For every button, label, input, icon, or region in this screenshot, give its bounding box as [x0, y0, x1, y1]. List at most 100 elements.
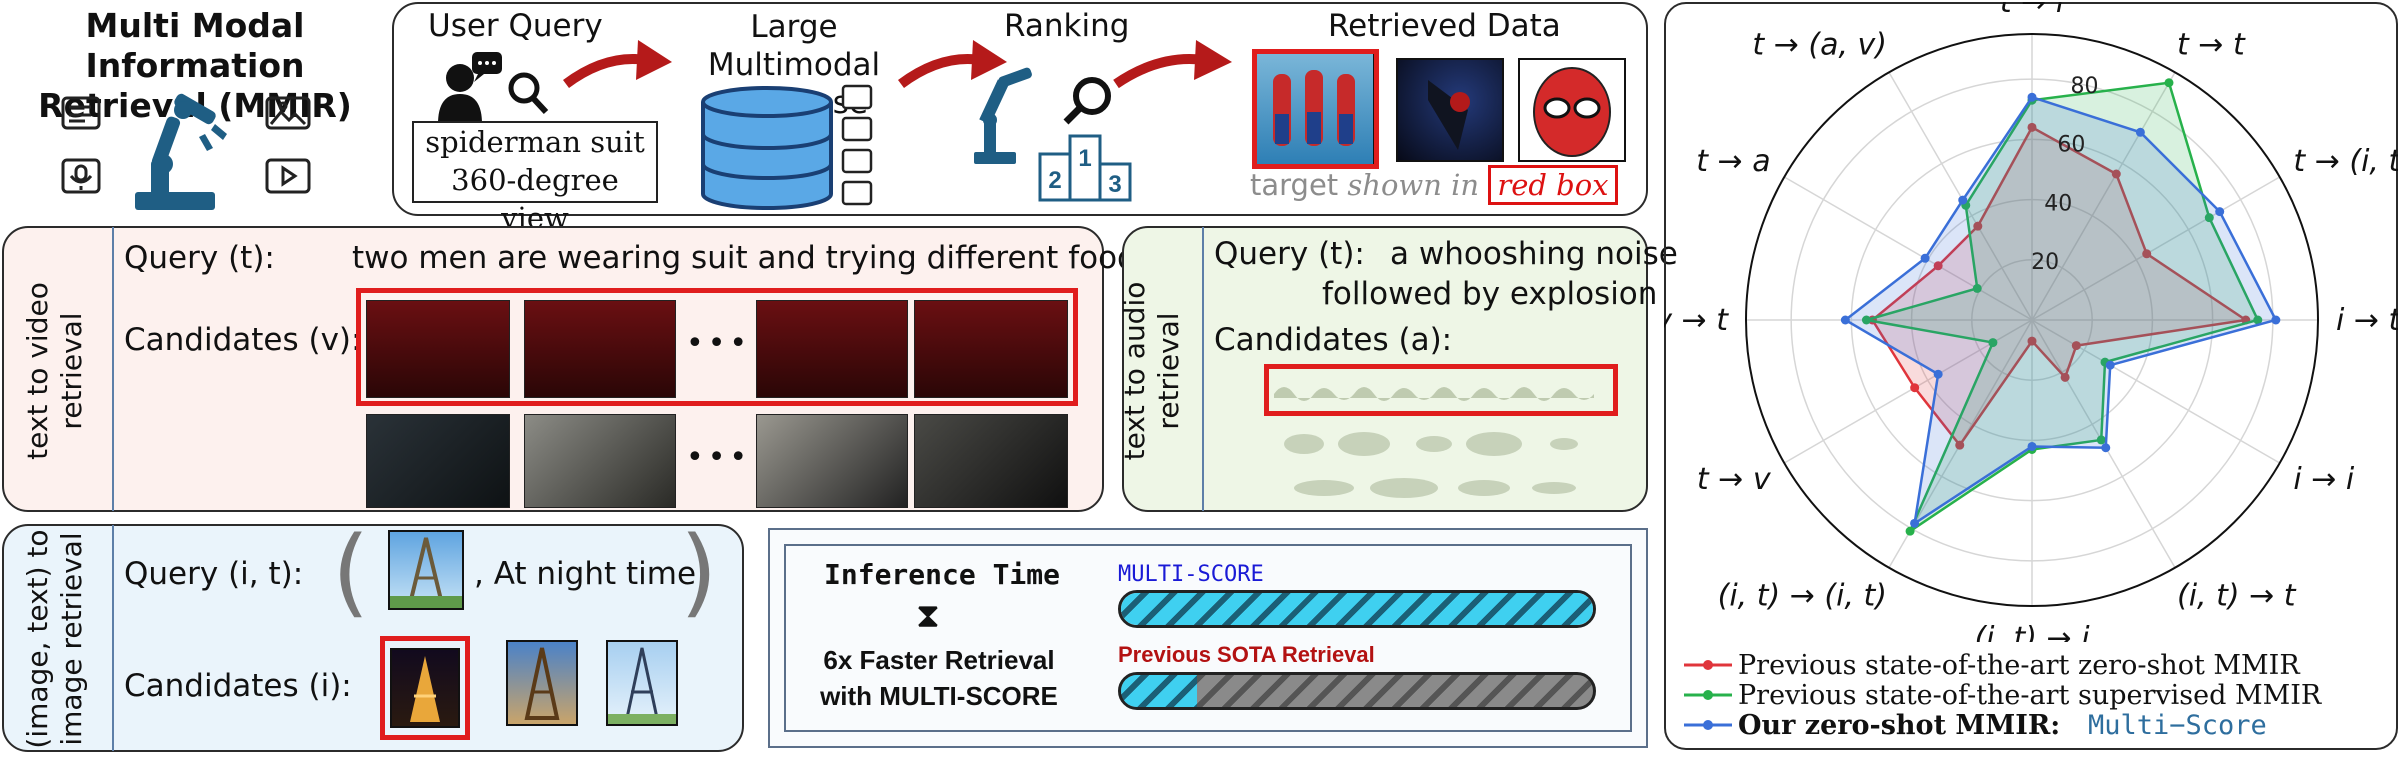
it2i-query-text: , At night time	[474, 556, 697, 592]
video-frame	[524, 300, 676, 398]
radar-data-point	[2060, 372, 2070, 382]
chart-legend: Previous state-of-the-art zero-shot MMIR…	[1678, 650, 2378, 742]
target-note-prefix: target	[1250, 168, 1348, 202]
legend-label: Our zero-shot MMIR:	[1738, 710, 2061, 741]
legend-item: Previous state-of-the-art zero-shot MMIR	[1678, 650, 2378, 681]
t2a-candidates-label: Candidates (a):	[1214, 322, 1453, 358]
ranking-label: Ranking	[1004, 8, 1130, 44]
bar2-label: Previous SOTA Retrieval	[1118, 642, 1375, 667]
radar-axis-label: t → (i, t)	[2293, 144, 2398, 179]
radar-axis-label: v → t	[1664, 303, 1729, 338]
radar-axis-label: (i, t) → (i, t)	[1718, 578, 1887, 613]
ranking-podium-icon: 2 1 3	[974, 67, 1132, 202]
legend-marker	[1684, 690, 1732, 700]
hourglass-icon: ⧗	[916, 596, 940, 636]
t2a-panel	[1122, 226, 1648, 512]
video-frame	[914, 300, 1068, 398]
radar-data-point	[1861, 315, 1871, 325]
arrow-icon	[1113, 40, 1232, 89]
radar-tick-label: 60	[2057, 133, 2085, 158]
t2a-side-label-line1: text to audio	[1118, 281, 1151, 461]
radar-axis-label: i → i	[2293, 462, 2355, 497]
radar-data-point	[2135, 127, 2145, 137]
radar-data-point	[2105, 360, 2115, 370]
radar-data-point	[2027, 122, 2037, 132]
candidate-image-eiffel-sunset	[506, 640, 578, 726]
inference-line1: 6x Faster Retrieval	[823, 645, 1055, 675]
t2v-candidates-label: Candidates (v):	[124, 322, 362, 358]
radar-data-point	[1840, 315, 1850, 325]
microphone-icon	[61, 158, 101, 194]
radar-data-point	[2096, 435, 2106, 445]
sota-progress-fill	[1121, 675, 1197, 707]
radar-axis-label: t → (a, v)	[1752, 28, 1887, 63]
audio-waveform	[1274, 387, 1594, 401]
mmir-icons-group	[61, 93, 311, 210]
legend-label: Previous state-of-the-art supervised MMI…	[1738, 680, 2322, 711]
arrow-icon	[898, 40, 1007, 89]
t2v-query-text: two men are wearing suit and trying diff…	[352, 240, 1153, 276]
radar-data-point	[2027, 336, 2037, 346]
radar-axis-label: (i, t) → i	[1974, 621, 2090, 642]
t2a-query-text-line1: a whooshing noise	[1390, 236, 1678, 272]
radar-axis-label: i → t	[2336, 303, 2398, 338]
t2v-divider	[112, 227, 114, 511]
t2a-side-label: text to audio retrieval	[1118, 241, 1188, 501]
it2i-candidates-label: Candidates (i):	[124, 668, 352, 704]
radar-spoke	[1783, 176, 2033, 321]
mmir-title-line1: Multi Modal Information	[85, 6, 305, 85]
it2i-divider	[112, 525, 114, 751]
radar-data-point	[1955, 440, 1965, 450]
inference-title: Inference Time	[824, 558, 1061, 591]
t2a-query-label: Query (t):	[1214, 236, 1365, 272]
video-frame	[756, 300, 908, 398]
target-highlight-box	[1252, 49, 1379, 169]
radar-data-point	[2071, 341, 2081, 351]
inference-line2: with MULTI-SCORE	[820, 681, 1058, 711]
it2i-side-label-line1: (image, text) to	[21, 529, 54, 749]
radar-spoke	[2031, 319, 2176, 569]
radar-spoke	[1888, 71, 2033, 321]
query-image-eiffel-day	[388, 530, 464, 610]
target-note-red: red box	[1488, 165, 1618, 205]
rank-number: 3	[1108, 171, 1121, 198]
t2a-divider	[1202, 227, 1204, 511]
inference-panel	[768, 528, 1648, 748]
audio-waveform	[1284, 432, 1578, 456]
sota-progress-bar	[1118, 672, 1596, 710]
retrieved-data-label: Retrieved Data	[1328, 8, 1561, 44]
bar1-label: MULTI-SCORE	[1118, 562, 1264, 587]
radar-spoke	[2031, 71, 2176, 321]
audio-waveforms	[1274, 387, 1594, 498]
database-label-line1: Large Multimodal	[707, 9, 881, 83]
video-icon	[265, 158, 311, 194]
radar-data-point	[1973, 221, 1983, 231]
radar-series-area	[1843, 95, 2278, 526]
radar-axis-label: (i, t) → t	[2177, 578, 2297, 613]
radar-data-point	[1910, 383, 1920, 393]
retrieved-image-spiderman-mask	[1518, 58, 1626, 162]
radar-axis-label: t → i	[2000, 2, 2065, 20]
t2v-ellipsis: •••	[686, 440, 752, 475]
radar-data-point	[2027, 441, 2037, 451]
arrow-icon	[563, 40, 672, 89]
image-icon	[265, 96, 311, 130]
target-note: target shown in red box	[1250, 165, 1618, 205]
radar-data-point	[2271, 315, 2281, 325]
t2a-query-text-line2: followed by explosion	[1322, 276, 1658, 312]
pipeline-panel	[392, 2, 1648, 216]
radar-data-point	[2111, 169, 2121, 179]
legend-marker	[1684, 720, 1732, 730]
radar-outer-circle	[1745, 33, 2319, 607]
user-query-label: User Query	[428, 8, 603, 44]
multiscore-progress-fill	[1121, 593, 1593, 625]
legend-label: Previous state-of-the-art zero-shot MMIR	[1738, 650, 2300, 681]
video-frame	[756, 414, 908, 508]
radar-data-point	[1958, 195, 1968, 205]
target-highlight-box	[356, 288, 1078, 406]
legend-marker	[1684, 660, 1732, 670]
target-note-italic: shown in	[1347, 168, 1489, 202]
query-text-line1: spiderman suit	[425, 125, 645, 159]
t2a-side-label-line2: retrieval	[1152, 312, 1185, 430]
